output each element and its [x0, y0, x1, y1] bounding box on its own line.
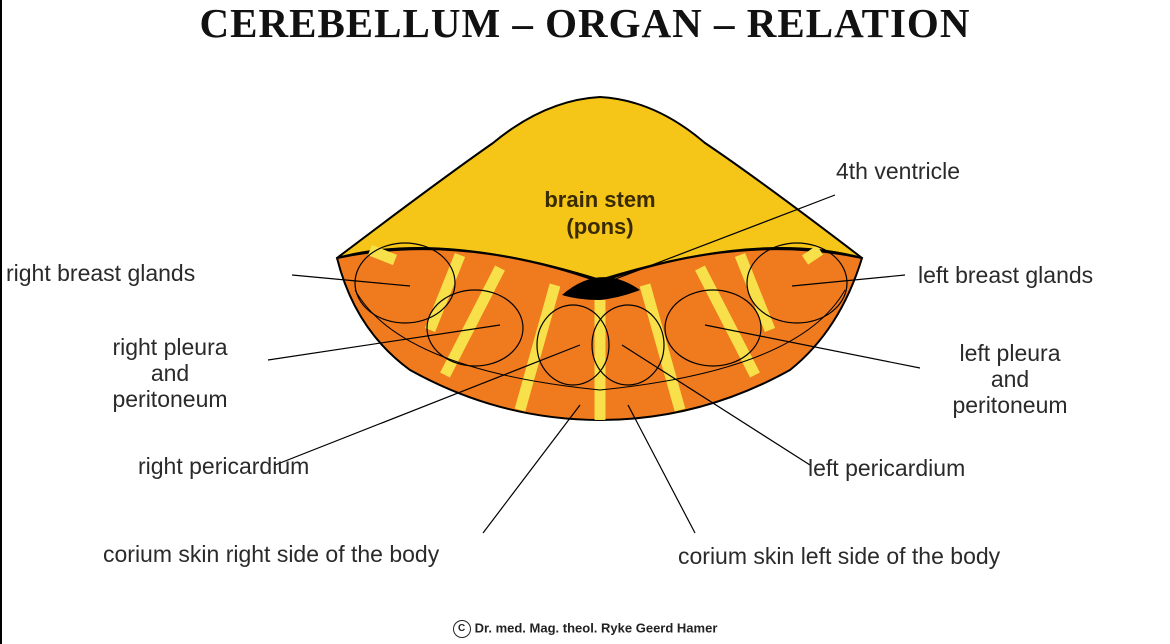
brain-stem-label: brain stem (pons) [500, 186, 700, 240]
left-pleura-label: left pleura and peritoneum [910, 340, 1110, 418]
brain-stem-line1: brain stem [500, 186, 700, 213]
left-pleura-line1: left pleura [910, 340, 1110, 366]
left-pleura-line2: and [910, 366, 1110, 392]
right-pleura-line3: peritoneum [70, 386, 270, 412]
copyright-icon: C [453, 620, 471, 638]
corium-right-label: corium skin right side of the body [103, 541, 439, 567]
copyright-notice: C Dr. med. Mag. theol. Ryke Geerd Hamer [0, 620, 1170, 638]
copyright-text: Dr. med. Mag. theol. Ryke Geerd Hamer [475, 620, 718, 635]
right-pleura-label: right pleura and peritoneum [70, 334, 270, 412]
right-pleura-line1: right pleura [70, 334, 270, 360]
corium-left-label: corium skin left side of the body [678, 543, 1000, 569]
right-breast-glands-label: right breast glands [6, 260, 195, 286]
left-pericardium-label: left pericardium [808, 455, 965, 481]
fourth-ventricle-label: 4th ventricle [836, 158, 960, 184]
right-pericardium-label: right pericardium [138, 453, 309, 479]
left-pleura-line3: peritoneum [910, 392, 1110, 418]
right-pleura-line2: and [70, 360, 270, 386]
left-breast-glands-label: left breast glands [918, 262, 1093, 288]
brain-stem-line2: (pons) [500, 213, 700, 240]
